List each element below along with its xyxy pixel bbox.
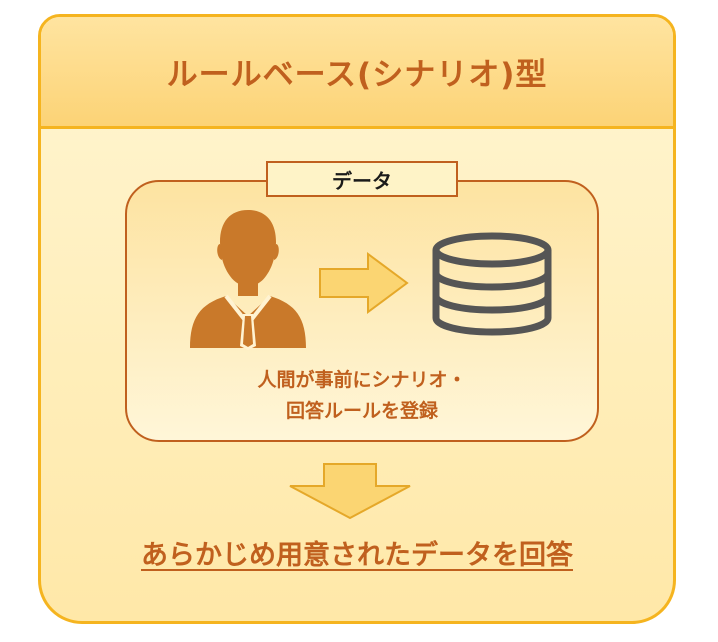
process-description: 人間が事前にシナリオ・ 回答ルールを登録 (125, 365, 599, 427)
description-line-2: 回答ルールを登録 (285, 400, 438, 422)
description-line-1: 人間が事前にシナリオ・ (257, 369, 467, 391)
data-tag-label: データ (332, 168, 392, 193)
arrow-down-icon (289, 463, 411, 520)
header-band: ルールベース(シナリオ)型 (41, 17, 673, 129)
result-text: あらかじめ用意されたデータを回答 (141, 540, 573, 571)
person-icon (190, 210, 306, 350)
result-line: あらかじめ用意されたデータを回答 (38, 533, 676, 572)
page-title: ルールベース(シナリオ)型 (166, 57, 548, 93)
arrow-right-icon (319, 252, 409, 314)
data-tag: データ (266, 161, 458, 197)
database-icon (432, 232, 552, 336)
